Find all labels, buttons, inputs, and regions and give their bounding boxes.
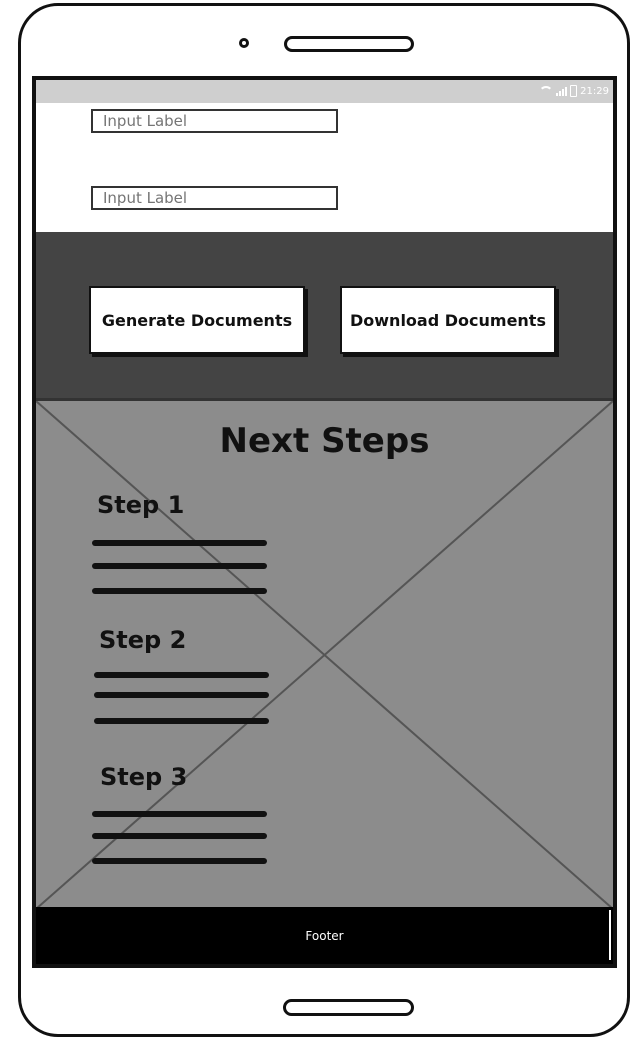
device-screen: 21:29 Generate Documents Download Docume…: [32, 76, 617, 968]
status-bar: 21:29: [36, 80, 613, 103]
signal-icon: [556, 86, 568, 96]
input-field-2[interactable]: [91, 186, 338, 210]
camera-icon: [239, 38, 249, 48]
download-documents-button[interactable]: Download Documents: [340, 286, 556, 354]
step-3-text-line: [92, 858, 267, 864]
step-2-title: Step 2: [99, 626, 187, 654]
step-2-text-line: [94, 692, 269, 698]
step-1-text-line: [92, 588, 267, 594]
next-steps-title: Next Steps: [219, 421, 430, 461]
home-button[interactable]: [283, 999, 414, 1016]
step-2-text-line: [94, 672, 269, 678]
step-3-title: Step 3: [100, 763, 188, 791]
status-icons: 21:29: [539, 83, 609, 99]
image-placeholder-cross: [36, 401, 613, 909]
status-time: 21:29: [580, 85, 609, 97]
footer-label: Footer: [305, 928, 344, 943]
step-3-text-line: [92, 811, 267, 817]
footer-divider: [609, 910, 611, 960]
battery-icon: [570, 85, 578, 97]
wifi-icon: [539, 86, 554, 96]
step-2-text-line: [94, 718, 269, 724]
step-3-text-line: [92, 833, 267, 839]
speaker-grille: [284, 36, 414, 52]
footer: Footer: [36, 907, 613, 964]
step-1-title: Step 1: [97, 491, 185, 519]
generate-documents-button[interactable]: Generate Documents: [89, 286, 305, 354]
step-1-text-line: [92, 563, 267, 569]
action-panel: Generate Documents Download Documents: [36, 232, 613, 398]
input-field-1[interactable]: [91, 109, 338, 133]
next-steps-section: Next Steps Step 1 Step 2 Step 3: [36, 398, 613, 911]
step-1-text-line: [92, 540, 267, 546]
